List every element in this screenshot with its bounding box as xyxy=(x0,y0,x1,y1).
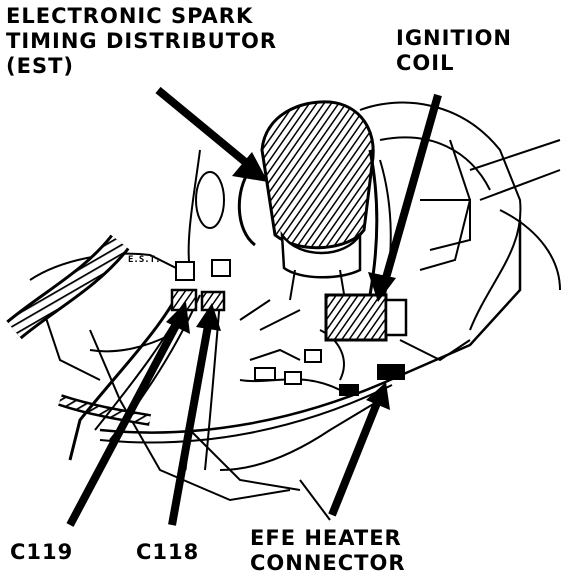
arrowhead-c118 xyxy=(196,303,221,331)
corrugated-hose xyxy=(6,234,151,426)
leader-arrows xyxy=(66,86,442,527)
efe-heater-label-line-2: CONNECTOR xyxy=(250,551,406,575)
efe-heater-connector xyxy=(377,364,405,380)
arrow-c119 xyxy=(66,316,184,527)
arrow-c118 xyxy=(168,319,213,526)
engine-background xyxy=(29,101,561,521)
ignition-coil-label-line-1: IGNITION xyxy=(396,26,513,50)
distributor-cap xyxy=(237,100,375,301)
efe-heater-label: EFE HEATER CONNECTOR xyxy=(250,526,406,576)
c118-label: C118 xyxy=(136,540,200,564)
ignition-coil-label: IGNITION COIL xyxy=(396,26,512,76)
arrow-distributor xyxy=(155,86,258,174)
c119-label: C119 xyxy=(10,540,74,564)
c119-connector xyxy=(170,261,198,312)
arrowhead-c119 xyxy=(166,302,190,334)
distributor-label-line-1: ELECTRONIC SPARK xyxy=(6,4,254,28)
arrowhead-coil xyxy=(368,272,396,302)
arrow-coil xyxy=(380,93,442,287)
distributor-label-line-2: TIMING DISTRIBUTOR xyxy=(6,29,278,53)
arrowhead-distributor xyxy=(232,152,268,182)
est-stamp: E.S.T. xyxy=(128,255,161,265)
c118-connector xyxy=(200,259,231,312)
efe-heater-label-line-1: EFE HEATER xyxy=(250,526,402,550)
small-connectors xyxy=(254,349,359,396)
distributor-label: ELECTRONIC SPARK TIMING DISTRIBUTOR (EST… xyxy=(6,4,277,79)
arrow-efe xyxy=(328,396,383,517)
ignition-coil-label-line-2: COIL xyxy=(396,51,455,75)
ignition-coil xyxy=(324,149,408,342)
arrowhead-efe xyxy=(366,382,390,410)
distributor-label-line-3: (EST) xyxy=(6,54,74,78)
